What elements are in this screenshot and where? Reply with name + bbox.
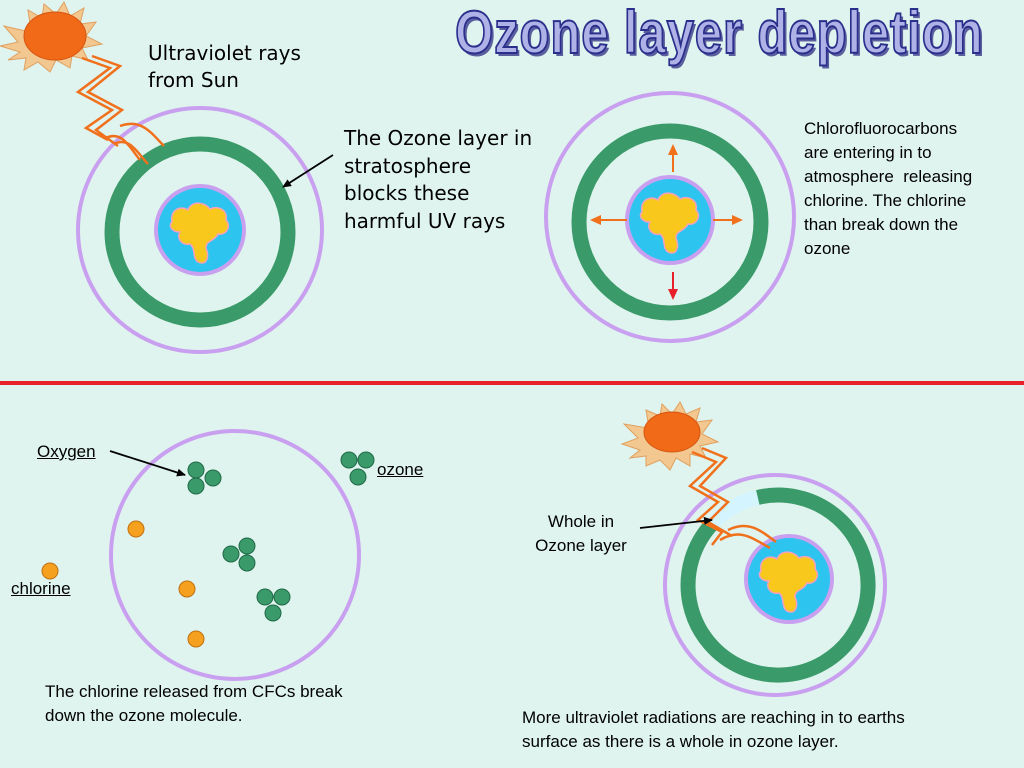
sun-icon-2 [620, 401, 720, 471]
ozone-layer-label-line: The Ozone layer in [344, 126, 533, 150]
chlorine-caption-line: down the ozone molecule. [45, 706, 243, 725]
ozone-layer-label-line: blocks these [344, 181, 470, 205]
atmosphere-ring-4 [663, 473, 887, 697]
uv-rays-icon [75, 54, 165, 165]
earth-icon-2 [625, 175, 715, 265]
chlorine-caption-line: The chlorine released from CFCs break [45, 682, 343, 701]
chlorine-atom-icon [127, 520, 205, 648]
earth-icon [154, 184, 246, 276]
cfc-description-line: chlorine. The chlorine [804, 191, 967, 210]
panel-chlorine-breaks-ozone [41, 429, 375, 681]
ozone-ring-with-hole [680, 487, 876, 683]
hole-caption: More ultraviolet radiations are reaching… [522, 706, 905, 754]
cfc-description-line: ozone [804, 239, 851, 258]
chlorine-legend-atom-icon [41, 562, 59, 580]
atmosphere-ring-2 [544, 91, 796, 343]
uv-rays-label: Ultraviolet rays from Sun [148, 40, 301, 94]
atmosphere-ring [76, 106, 324, 354]
panel-ozone-blocks-uv [0, 0, 334, 354]
page-title: Ozone layer depletion [454, 0, 984, 67]
ozone-hole [705, 490, 760, 530]
cfc-description-line: Chlorofluorocarbons [804, 119, 958, 138]
ozone-legend-label: ozone [377, 460, 424, 479]
uv-rays-label-line: from Sun [148, 68, 239, 92]
hole-pointer-arrow [639, 516, 713, 529]
sun-icon [0, 0, 104, 73]
oxygen-pointer-arrow [109, 450, 186, 477]
cfc-description-line: atmosphere releasing [804, 167, 973, 186]
earth-icon-4 [744, 534, 834, 624]
hole-label-line: Whole in [547, 512, 615, 531]
hole-caption-line: More ultraviolet radiations are reaching… [522, 708, 905, 727]
panel-cfc-release [544, 91, 796, 343]
ozone-ring-2 [571, 123, 769, 321]
cfc-description-line: are entering in to [804, 143, 932, 162]
hole-caption-line: surface as there is a whole in ozone lay… [522, 732, 839, 751]
ozone-molecule-icon [256, 588, 291, 622]
chlorine-caption: The chlorine released from CFCs break do… [45, 680, 343, 728]
ozone-layer-label-line: stratosphere [344, 153, 472, 178]
cfc-description: Chlorofluorocarbons are entering in to a… [804, 117, 972, 261]
ozone-legend-molecule-icon [340, 451, 375, 486]
hole-label-line: Ozone layer [535, 536, 627, 555]
atmosphere-circle-3 [109, 429, 361, 681]
ozone-layer-label-line: harmful UV rays [344, 208, 506, 233]
ozone-ring [104, 136, 296, 328]
oxygen-label: Oxygen [37, 442, 96, 461]
chlorine-label: chlorine [11, 579, 71, 598]
hole-label: Whole in Ozone layer [518, 510, 644, 558]
panel-ozone-hole [620, 401, 887, 697]
uv-rays-label-line: Ultraviolet rays [148, 41, 301, 65]
ozone-molecule-icon [222, 537, 256, 572]
cfc-description-line: than break down the [804, 215, 959, 234]
ozone-molecule-icon [187, 461, 222, 495]
ozone-pointer-arrow [282, 154, 334, 188]
ozone-layer-label: The Ozone layer in stratosphere blocks t… [344, 125, 532, 235]
